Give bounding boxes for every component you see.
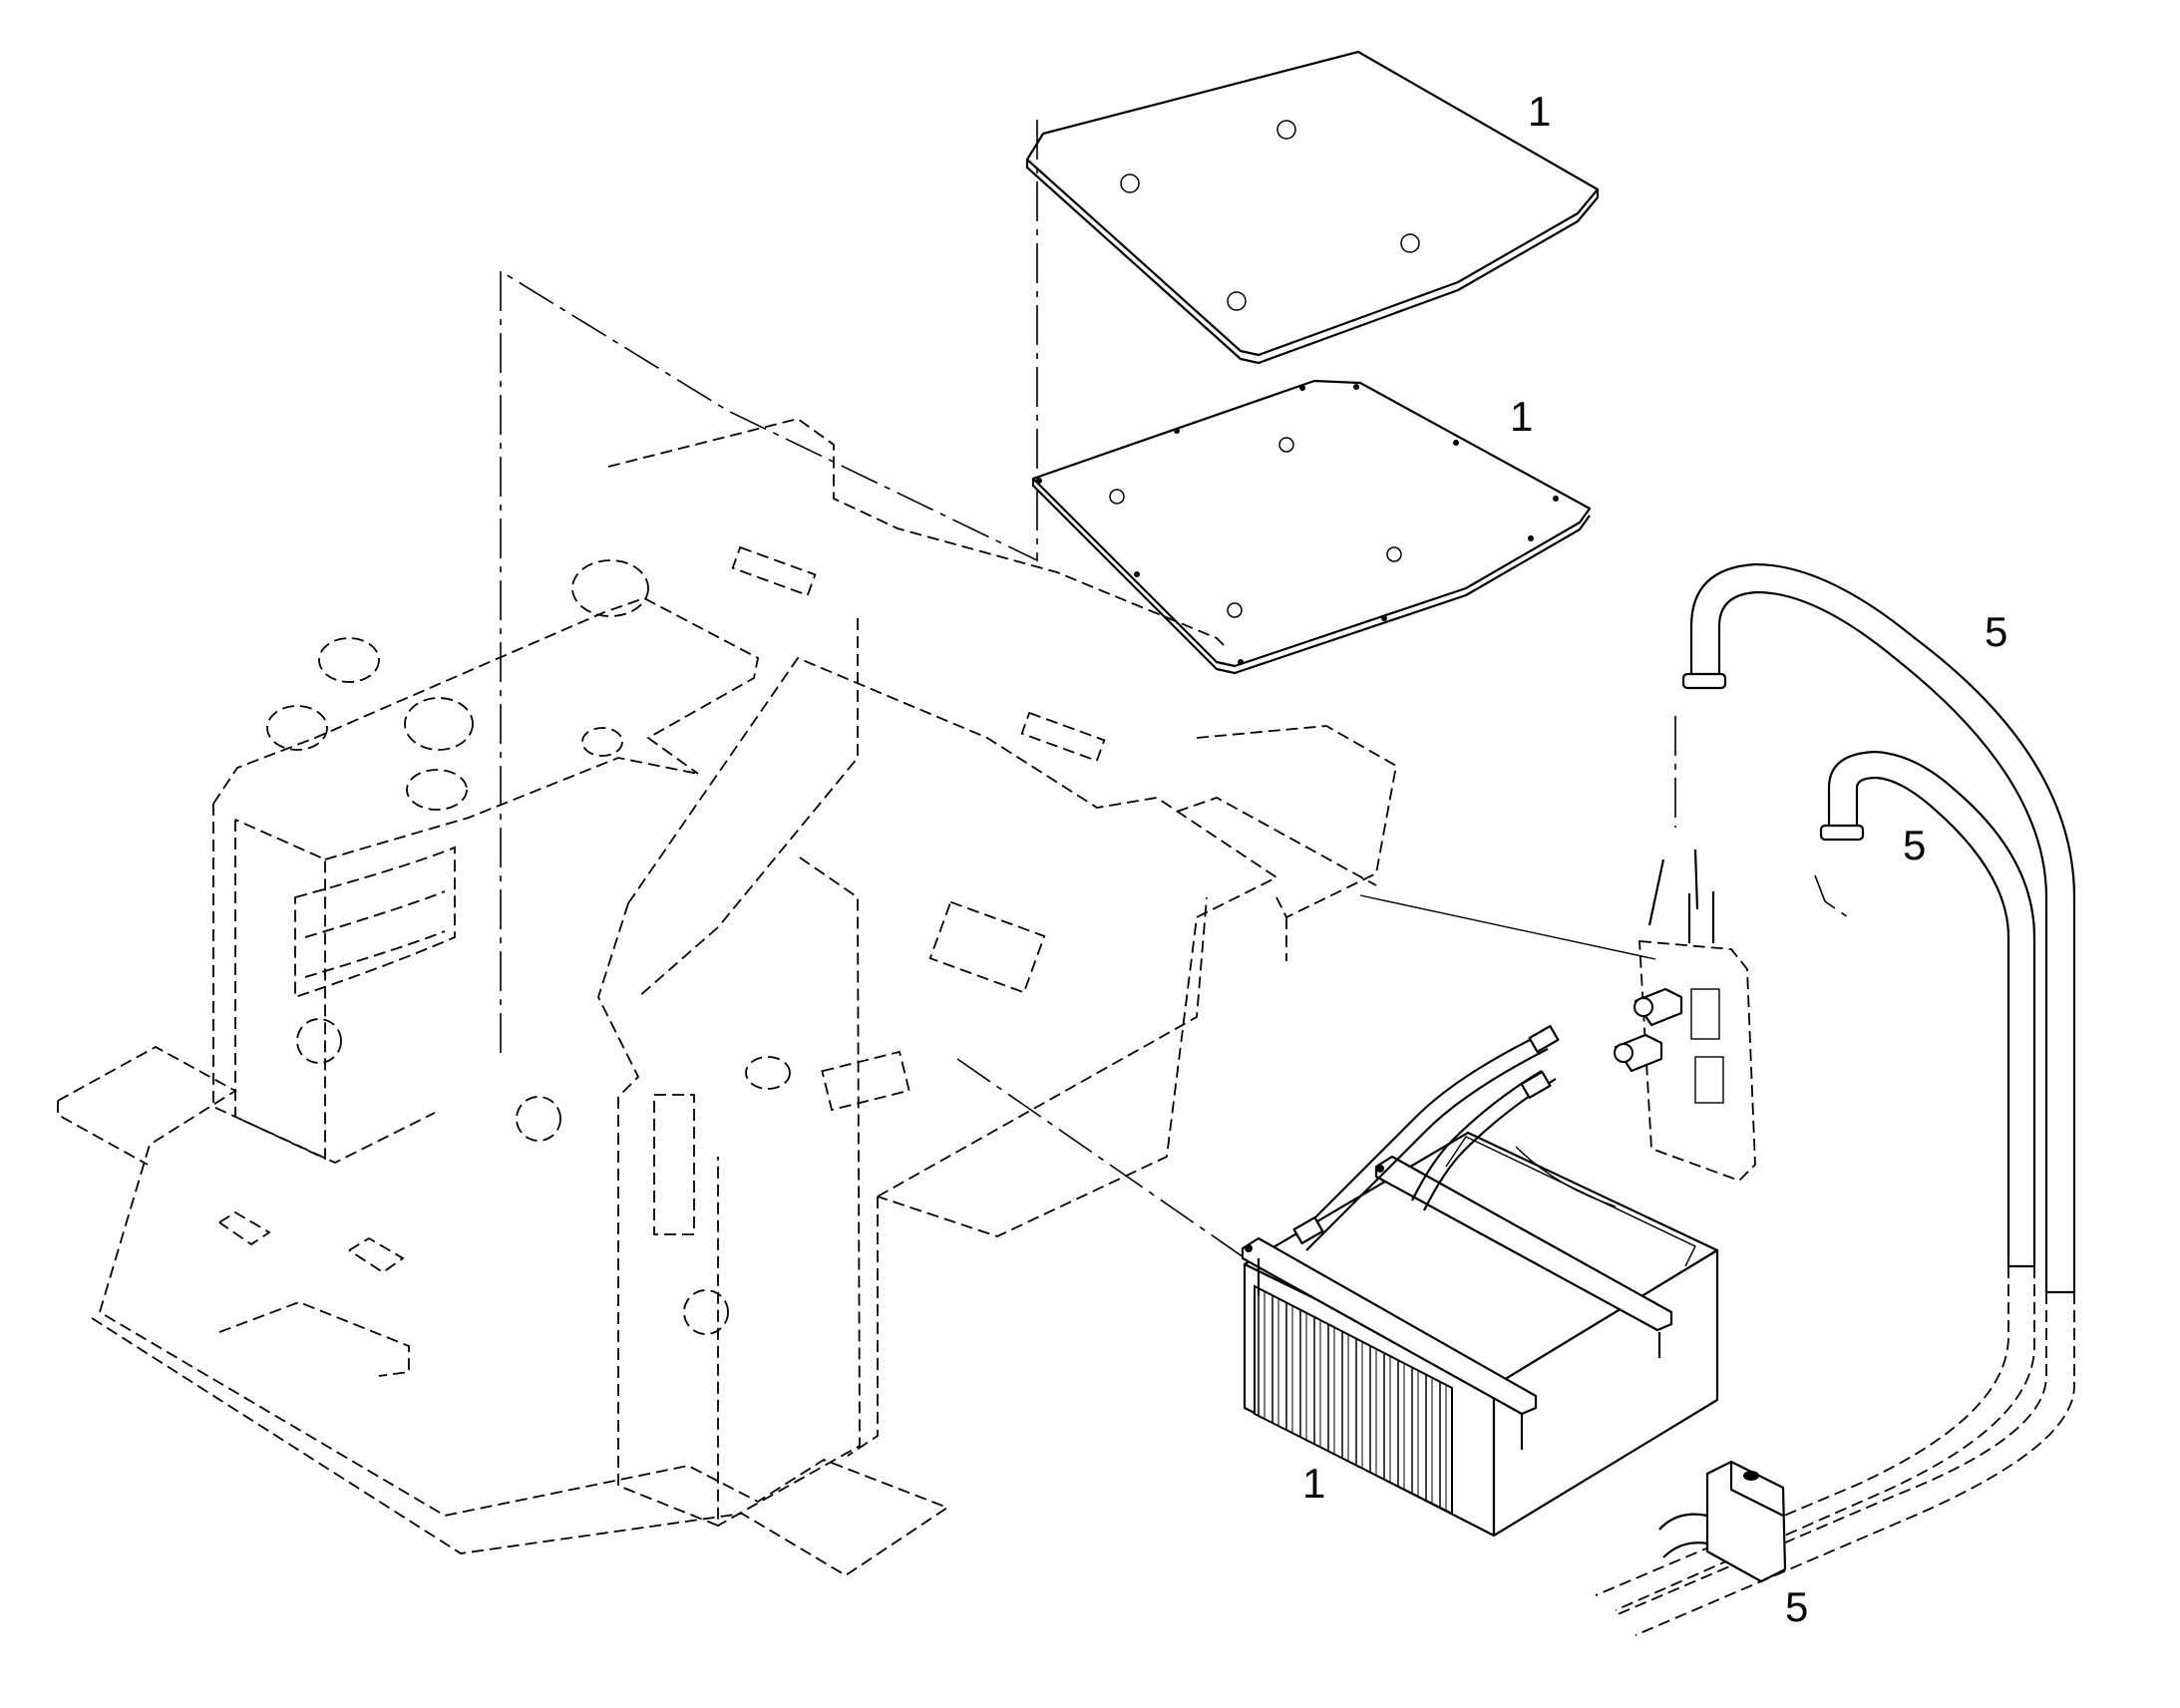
- callout-hose-outer: 5: [1985, 608, 2007, 655]
- hose-outer: [1615, 562, 2076, 1636]
- floor-mat: [1025, 50, 1600, 365]
- callout-mat: 1: [1528, 88, 1551, 135]
- callouts: 1 1 1 5 5 5: [1302, 88, 2007, 1630]
- battery: [1241, 1024, 1719, 1537]
- callout-hose-clamp: 5: [1785, 1583, 1808, 1630]
- assembly-leader-lines: [500, 120, 1852, 1267]
- callout-battery: 1: [1302, 1460, 1325, 1507]
- hose-clamp: [1658, 1460, 1787, 1583]
- connector-bracket: [1614, 849, 1756, 1183]
- callout-plate: 1: [1510, 393, 1533, 440]
- callout-hose-inner: 5: [1903, 822, 1926, 868]
- floor-plate: [1031, 379, 1592, 675]
- machine-frame: [57, 418, 1398, 1577]
- hose-inner: [1595, 750, 2036, 1611]
